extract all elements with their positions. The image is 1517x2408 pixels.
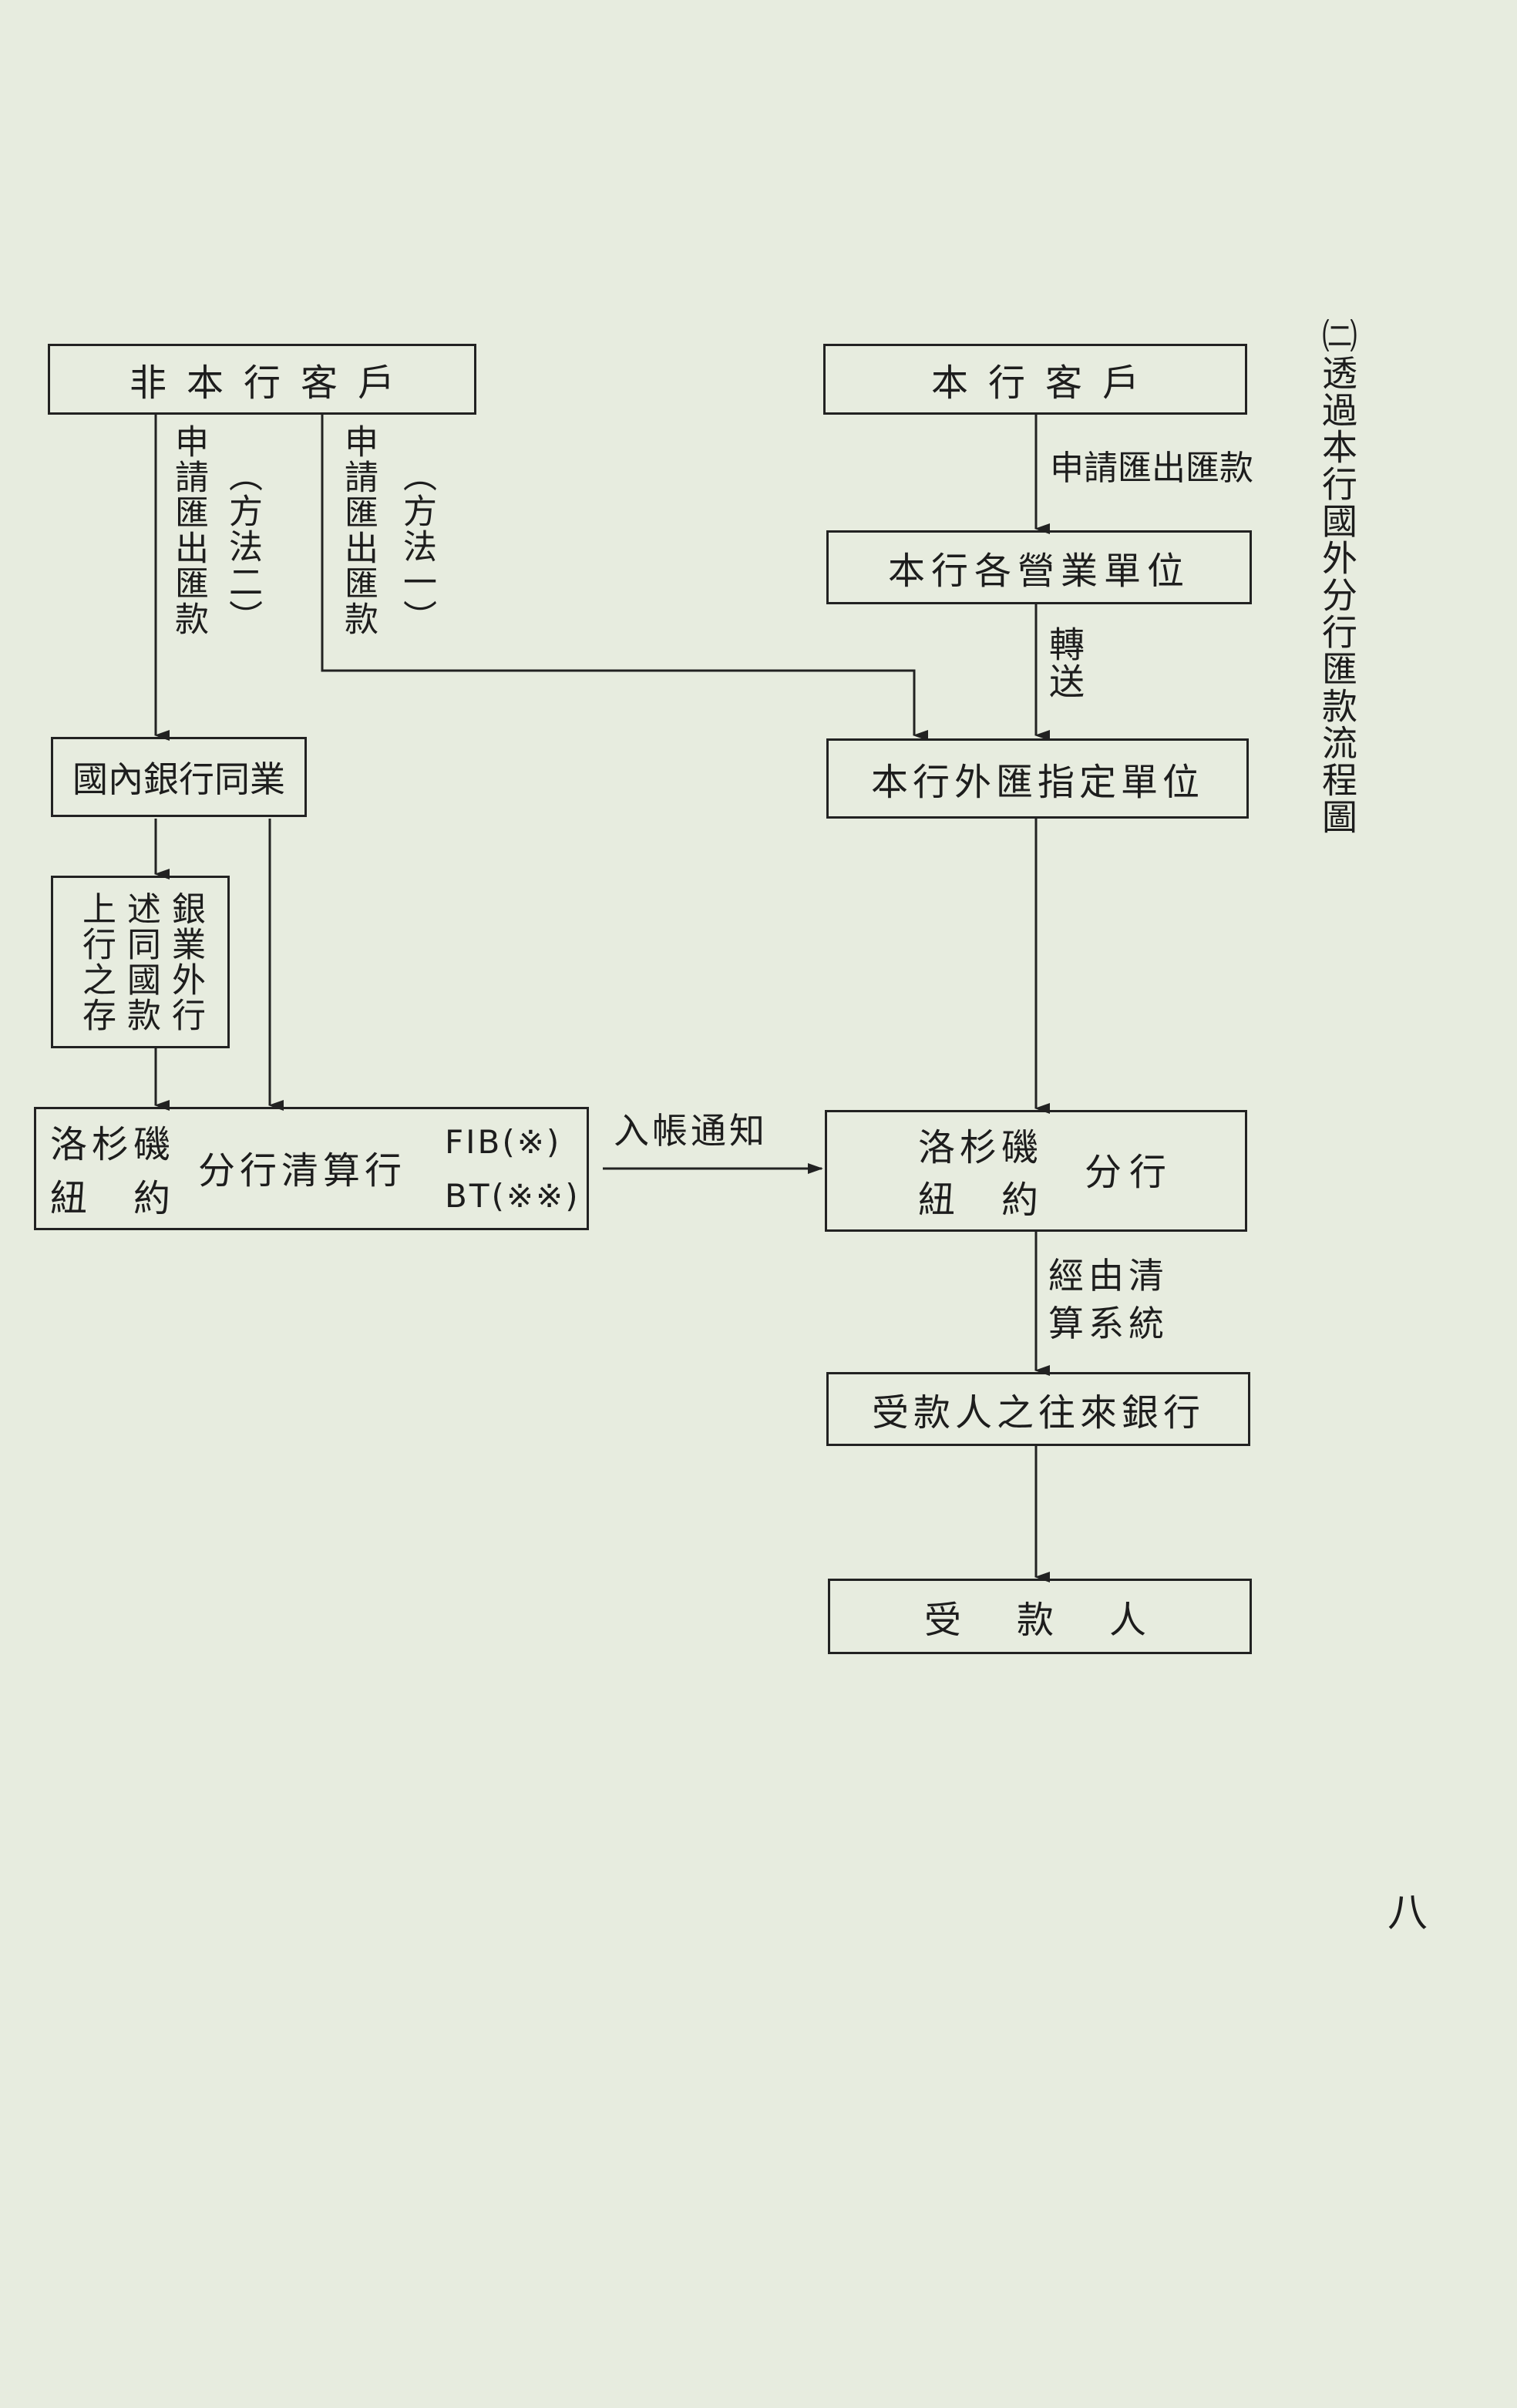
node-branch-label: 分行 xyxy=(1085,1151,1175,1194)
node-clearing-la: 洛杉磯 xyxy=(50,1123,176,1166)
node-domestic-bank: 國內銀行同業 xyxy=(51,737,307,817)
node-fx-unit: 本行外匯指定單位 xyxy=(826,738,1249,819)
page-title: ㈡透過本行國外分行匯款流程圖 xyxy=(1317,318,1358,836)
node-domestic-bank-label: 國內銀行同業 xyxy=(72,758,285,800)
node-payee-bank-label: 受款人之往來銀行 xyxy=(871,1391,1205,1434)
arrow-noncust-to-fxunit xyxy=(321,415,928,741)
edge-apply-remit-2: 申請匯出匯款 xyxy=(338,424,378,637)
node-payee-label: 受 款 人 xyxy=(923,1599,1155,1642)
node-clearing-branch: 洛杉磯 紐 約 分行清算行 FIB(※) BT(※※) xyxy=(34,1107,589,1230)
node-fx-unit-label: 本行外匯指定單位 xyxy=(870,761,1204,804)
node-clearing-bt: BT(※※) xyxy=(445,1177,580,1215)
edge-method-2: ︵方法二︶ xyxy=(223,458,262,635)
node-branch-ny: 紐 約 xyxy=(918,1179,1044,1222)
node-foreign-deposit-col1: 上行之存 xyxy=(76,891,116,1033)
node-non-bank-customer: 非本行客戶 xyxy=(48,344,476,415)
node-clearing-label: 分行清算行 xyxy=(198,1149,407,1192)
edge-via-clearing-1: 經由清 xyxy=(1048,1255,1169,1296)
node-overseas-branch: 洛杉磯 紐 約 分行 xyxy=(825,1110,1247,1232)
node-clearing-ny: 紐 約 xyxy=(50,1177,176,1220)
node-bank-branches-label: 本行各營業單位 xyxy=(887,550,1190,593)
page-number: 八 xyxy=(1388,1890,1428,1936)
edge-credit-notice: 入帳通知 xyxy=(614,1110,768,1152)
edge-method-1: ︵方法一︶ xyxy=(397,458,436,635)
node-foreign-deposit-col3: 銀業外行 xyxy=(166,891,205,1033)
edge-apply-remit-h: 申請匯出匯款 xyxy=(1050,449,1253,488)
node-bank-branches: 本行各營業單位 xyxy=(826,530,1252,604)
edge-transfer: 轉送 xyxy=(1044,626,1085,700)
node-payee-bank: 受款人之往來銀行 xyxy=(826,1372,1250,1446)
node-payee: 受 款 人 xyxy=(828,1579,1252,1654)
edge-apply-remit-1: 申請匯出匯款 xyxy=(169,424,208,637)
node-foreign-deposit: 上行之存 述同國款 銀業外行 xyxy=(51,876,230,1048)
edge-via-clearing-2: 算系統 xyxy=(1048,1303,1169,1344)
node-foreign-deposit-col2: 述同國款 xyxy=(121,891,160,1033)
node-bank-customer: 本行客戶 xyxy=(823,344,1247,415)
node-clearing-fib: FIB(※) xyxy=(445,1123,562,1161)
node-bank-customer-label: 本行客戶 xyxy=(930,362,1159,405)
node-branch-la: 洛杉磯 xyxy=(918,1126,1044,1169)
node-non-bank-customer-label: 非本行客戶 xyxy=(129,362,415,405)
